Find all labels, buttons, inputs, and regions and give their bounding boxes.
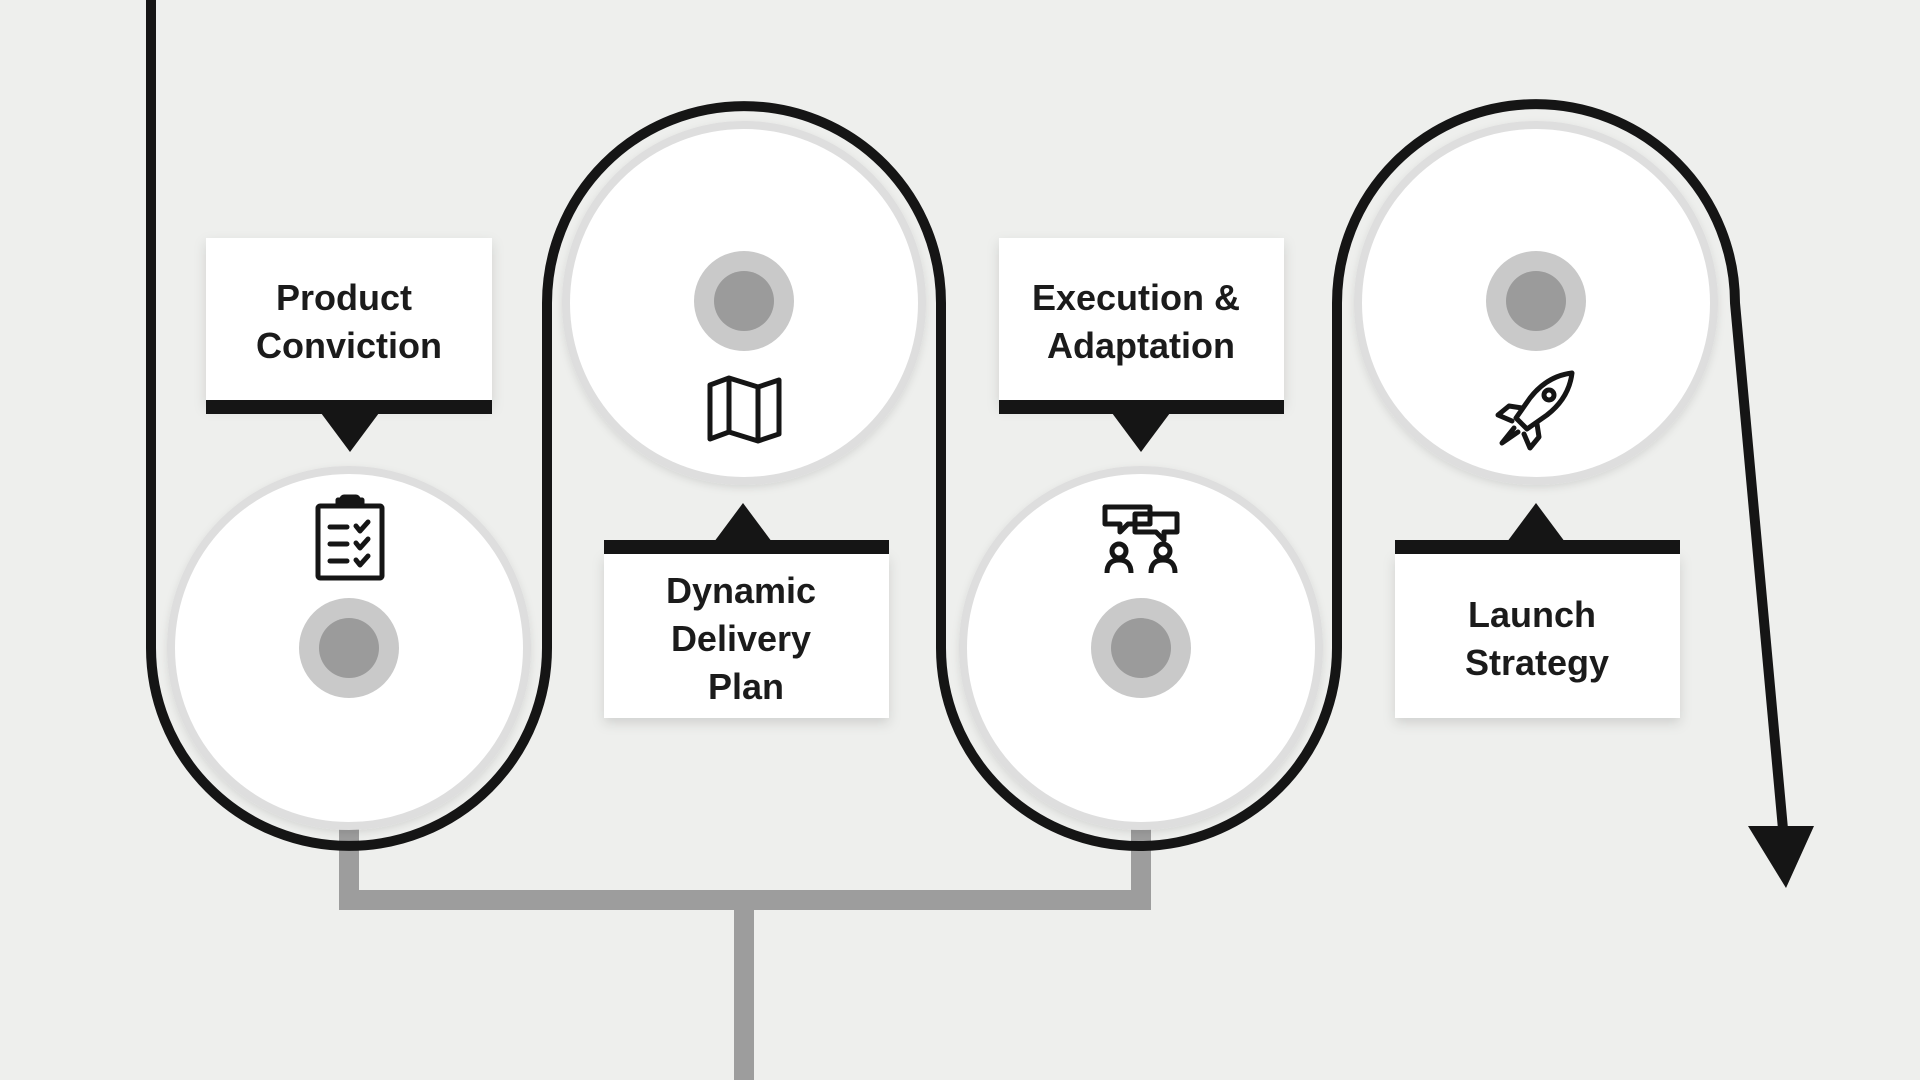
flow-arrowhead	[1748, 826, 1814, 888]
step-card-1: Product Conviction	[206, 238, 492, 452]
step-4-label-line-2: Strategy	[1465, 642, 1609, 683]
step-3-label-line-1: Execution &	[1032, 277, 1240, 318]
dot-4	[1486, 251, 1586, 351]
svg-text:Dynamic Delivery P: Dynamic Delivery Plan	[666, 570, 826, 707]
flow-path	[146, 0, 1789, 851]
clipboard-checklist-icon	[315, 494, 385, 581]
step-card-3: Execution & Adaptation	[999, 238, 1284, 452]
team-discussion-icon	[1102, 504, 1180, 574]
dot-2	[694, 251, 794, 351]
step-2-label-line-3: Plan	[708, 666, 784, 707]
svg-text:Product Conviction: Product Conviction	[256, 277, 442, 366]
rocket-icon	[1495, 370, 1575, 451]
dot-1	[299, 598, 399, 698]
step-1-label-line-1: Product	[276, 277, 412, 318]
map-icon	[707, 375, 782, 444]
step-1-label-line-2: Conviction	[256, 325, 442, 366]
step-card-4: Launch Strategy	[1395, 503, 1680, 718]
step-card-2: Dynamic Delivery Plan	[604, 503, 889, 718]
step-2-label-line-1: Dynamic	[666, 570, 816, 611]
svg-text:Launch Strategy: Launch Strategy	[1465, 594, 1609, 683]
step-3-label-line-2: Adaptation	[1047, 325, 1235, 366]
step-4-label-line-1: Launch	[1468, 594, 1596, 635]
dot-3	[1091, 598, 1191, 698]
center-dots	[299, 251, 1586, 698]
svg-text:Execution & Adaptation: Execution & Adaptation	[1032, 277, 1250, 366]
step-2-label-line-2: Delivery	[671, 618, 811, 659]
